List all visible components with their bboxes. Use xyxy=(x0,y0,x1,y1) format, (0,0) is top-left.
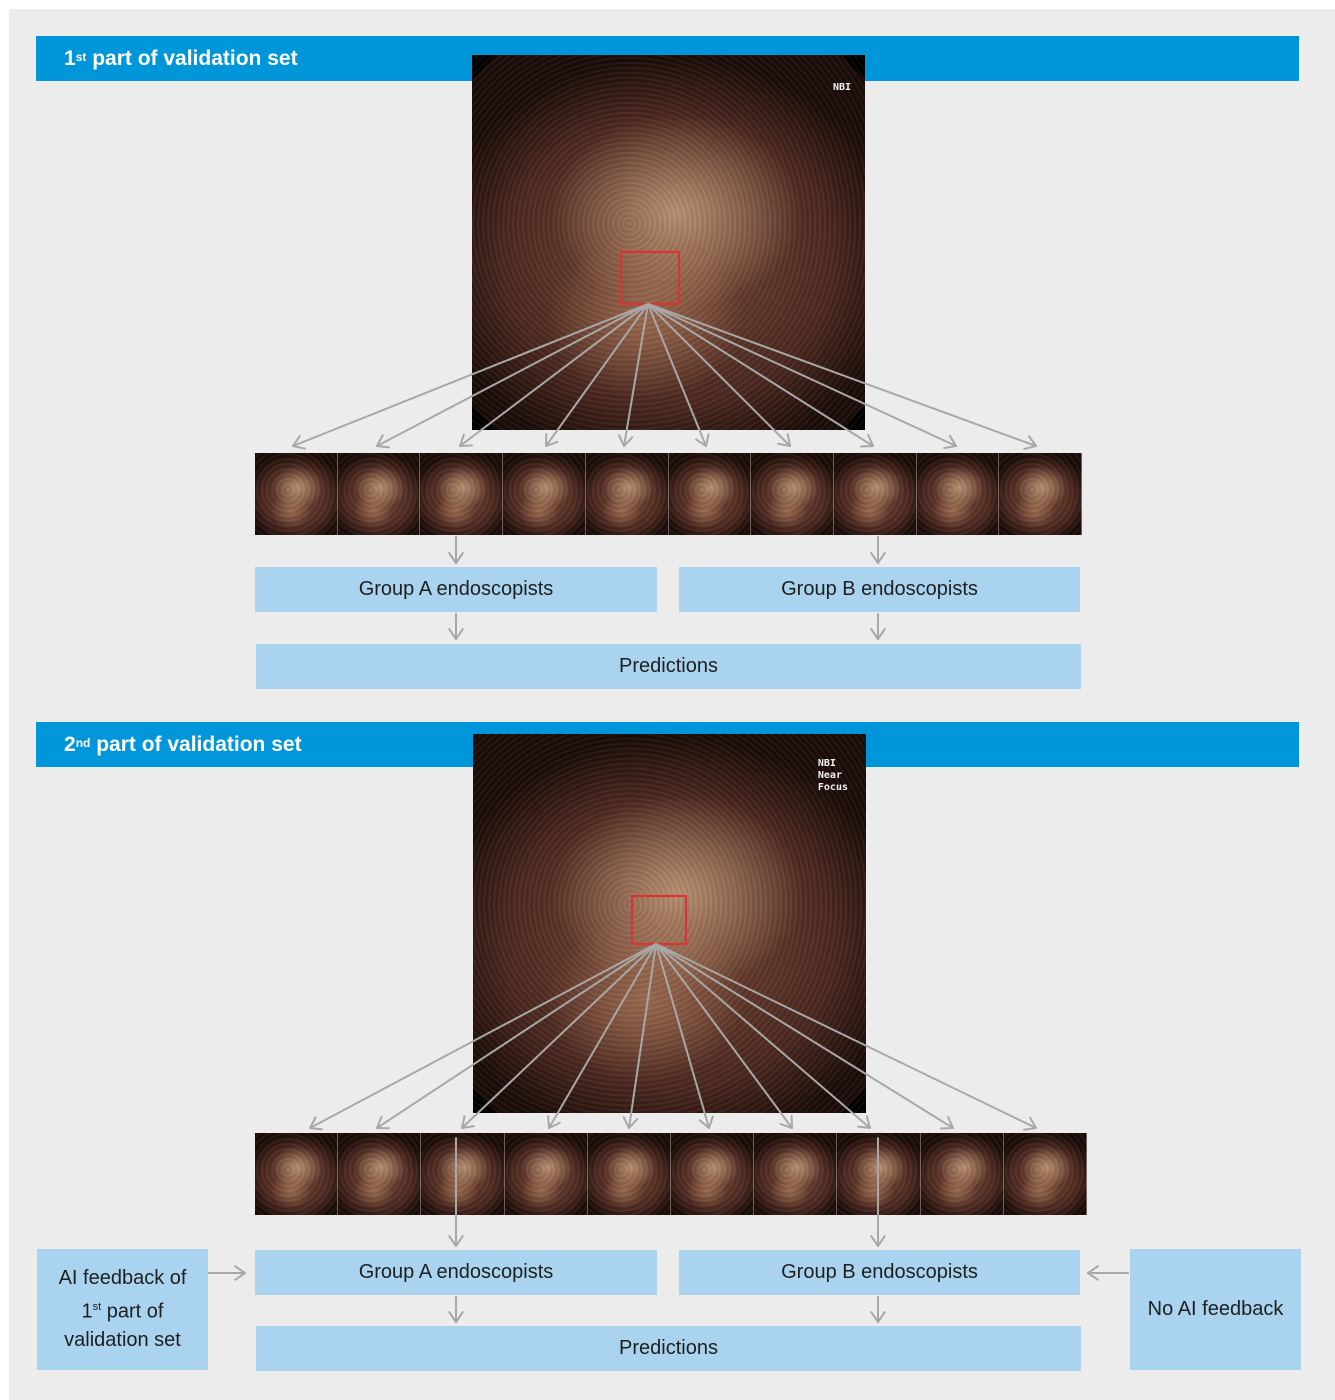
patch-crop xyxy=(669,453,752,535)
patch-crop xyxy=(751,453,834,535)
image-2-tag-near: Near xyxy=(818,770,848,782)
section-1-ordinal-suffix: st xyxy=(76,50,87,64)
patch-crop xyxy=(834,453,917,535)
group-a-box-1: Group A endoscopists xyxy=(255,567,657,612)
ai-feedback-ordinal-suffix: st xyxy=(93,1301,102,1313)
section-2-ordinal: 2 xyxy=(64,733,76,757)
ai-feedback-line-1: AI feedback of xyxy=(59,1264,187,1293)
patch-crop xyxy=(338,453,421,535)
patch-strip-2 xyxy=(255,1133,1087,1215)
ai-feedback-ordinal: 1 xyxy=(82,1300,93,1322)
patch-crop xyxy=(338,1133,421,1215)
ai-feedback-box: AI feedback of 1st part of validation se… xyxy=(37,1249,208,1370)
group-b-box-1: Group B endoscopists xyxy=(679,567,1080,612)
patch-crop xyxy=(754,1133,837,1215)
image-2-tag-nbi: NBI xyxy=(818,758,848,770)
group-a-box-2: Group A endoscopists xyxy=(255,1250,657,1295)
image-2-tags: NBI Near Focus xyxy=(818,758,848,794)
patch-crop xyxy=(921,1133,1004,1215)
section-2-title: part of validation set xyxy=(90,733,301,757)
section-1-title: part of validation set xyxy=(86,47,297,71)
predictions-box-1: Predictions xyxy=(256,644,1081,689)
roi-box-1 xyxy=(620,251,680,305)
patch-crop xyxy=(505,1133,588,1215)
patch-crop xyxy=(586,453,669,535)
patch-crop xyxy=(255,453,338,535)
roi-box-2 xyxy=(631,895,687,945)
section-1-ordinal: 1 xyxy=(64,47,76,71)
patch-strip-1 xyxy=(255,453,1082,535)
patch-crop xyxy=(1004,1133,1087,1215)
ai-feedback-line-2-text: part of xyxy=(101,1300,163,1322)
no-ai-feedback-box: No AI feedback xyxy=(1130,1249,1301,1370)
patch-crop xyxy=(588,1133,671,1215)
ai-feedback-line-2: 1st part of xyxy=(82,1293,164,1327)
group-b-box-2: Group B endoscopists xyxy=(679,1250,1080,1295)
image-1-tag-nbi: NBI xyxy=(833,82,851,94)
patch-crop xyxy=(917,453,1000,535)
patch-crop xyxy=(420,453,503,535)
endoscopy-image-1: NBI xyxy=(472,55,865,430)
patch-crop xyxy=(999,453,1082,535)
section-2-ordinal-suffix: nd xyxy=(76,736,91,750)
image-2-tag-focus: Focus xyxy=(818,782,848,794)
patch-crop xyxy=(671,1133,754,1215)
patch-crop xyxy=(837,1133,920,1215)
ai-feedback-line-3: validation set xyxy=(64,1326,181,1355)
patch-crop xyxy=(503,453,586,535)
predictions-box-2: Predictions xyxy=(256,1326,1081,1371)
patch-crop xyxy=(255,1133,338,1215)
patch-crop xyxy=(421,1133,504,1215)
